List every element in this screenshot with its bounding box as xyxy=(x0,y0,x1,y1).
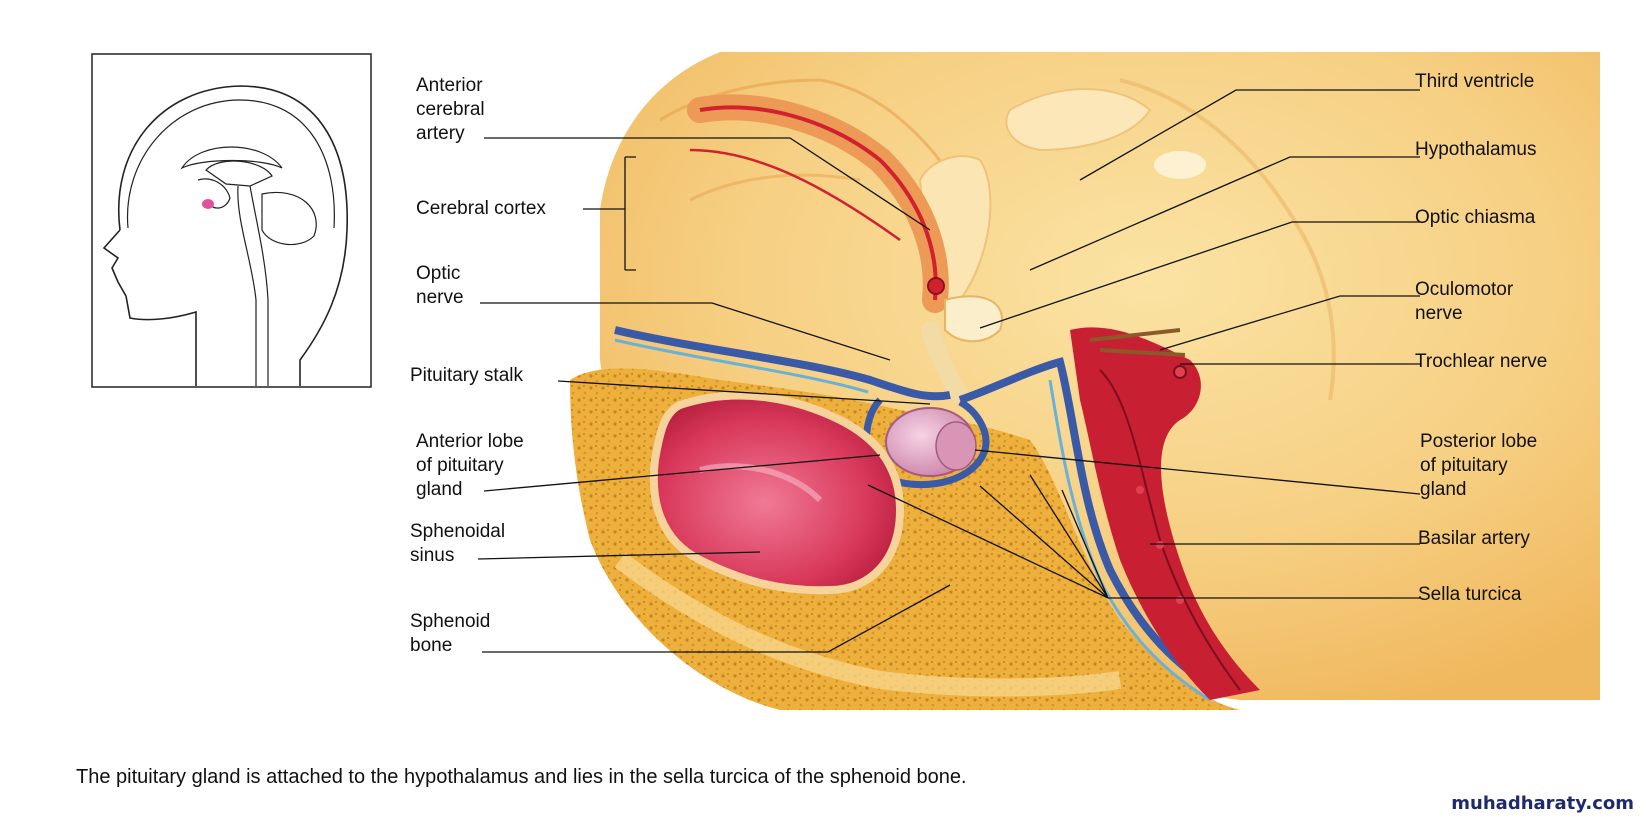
basilar-artery-shape xyxy=(1070,327,1260,700)
inset-head-outline xyxy=(102,85,348,386)
inset-corpus xyxy=(180,146,283,170)
label-posterior-lobe: Posterior lobe of pituitary gland xyxy=(1420,431,1538,500)
leader-sphenoidal-sinus xyxy=(477,551,761,560)
leader-anterior-lobe xyxy=(483,454,881,492)
optic-chiasma-shape xyxy=(921,295,1003,404)
label-third-ventricle: Third ventricle xyxy=(1415,71,1535,92)
leader-sella-turcica xyxy=(867,474,1420,599)
pituitary-gland-shape xyxy=(885,407,977,477)
label-cerebral-cortex: Cerebral cortex xyxy=(416,198,546,219)
leader-hypothalamus xyxy=(1029,156,1420,271)
inset-brain-outline xyxy=(126,99,335,229)
label-anterior-lobe: Anterior lobe of pituitary gland xyxy=(416,431,524,500)
inset-brainstem xyxy=(237,185,269,386)
label-optic-chiasma: Optic chiasma xyxy=(1415,207,1536,228)
leader-optic-chiasma xyxy=(979,221,1420,329)
leader-posterior-lobe xyxy=(974,449,1421,495)
label-sphenoidal-sinus: Sphenoidal sinus xyxy=(410,521,506,566)
inset-pituitary-highlight xyxy=(202,199,214,209)
sphenoidal-sinus-shape xyxy=(649,391,905,595)
site-watermark: muhadharaty.com xyxy=(1451,793,1634,814)
leader-optic-nerve xyxy=(480,302,891,361)
inset-cerebellum xyxy=(261,191,317,246)
figure-caption: The pituitary gland is attached to the h… xyxy=(76,766,967,788)
leader-pituitary-stalk xyxy=(557,380,931,405)
label-hypothalamus: Hypothalamus xyxy=(1415,139,1537,160)
label-oculomotor-nerve: Oculomotor nerve xyxy=(1415,279,1514,324)
inset-ventricle xyxy=(205,160,273,187)
inset-frame xyxy=(91,53,372,388)
label-optic-nerve: Optic nerve xyxy=(416,263,464,308)
leader-oculomotor-nerve xyxy=(1159,295,1420,351)
label-pituitary-stalk: Pituitary stalk xyxy=(410,365,523,386)
leader-sphenoid-bone xyxy=(482,584,951,653)
leader-lines xyxy=(477,89,1421,653)
leader-anterior-cerebral-artery xyxy=(484,137,931,231)
label-trochlear-nerve: Trochlear nerve xyxy=(1415,351,1548,372)
label-anterior-cerebral-artery: Anterior cerebral artery xyxy=(416,75,485,144)
label-sella-turcica: Sella turcica xyxy=(1418,584,1522,605)
inset-head-panel xyxy=(91,53,372,388)
anterior-cerebral-artery-shape xyxy=(687,94,949,313)
leader-cerebral-cortex-bracket xyxy=(583,156,636,271)
third-ventricle-shape xyxy=(1005,88,1206,179)
leader-third-ventricle xyxy=(1079,89,1420,181)
label-basilar-artery: Basilar artery xyxy=(1418,528,1530,549)
label-sphenoid-bone: Sphenoid bone xyxy=(410,611,491,656)
